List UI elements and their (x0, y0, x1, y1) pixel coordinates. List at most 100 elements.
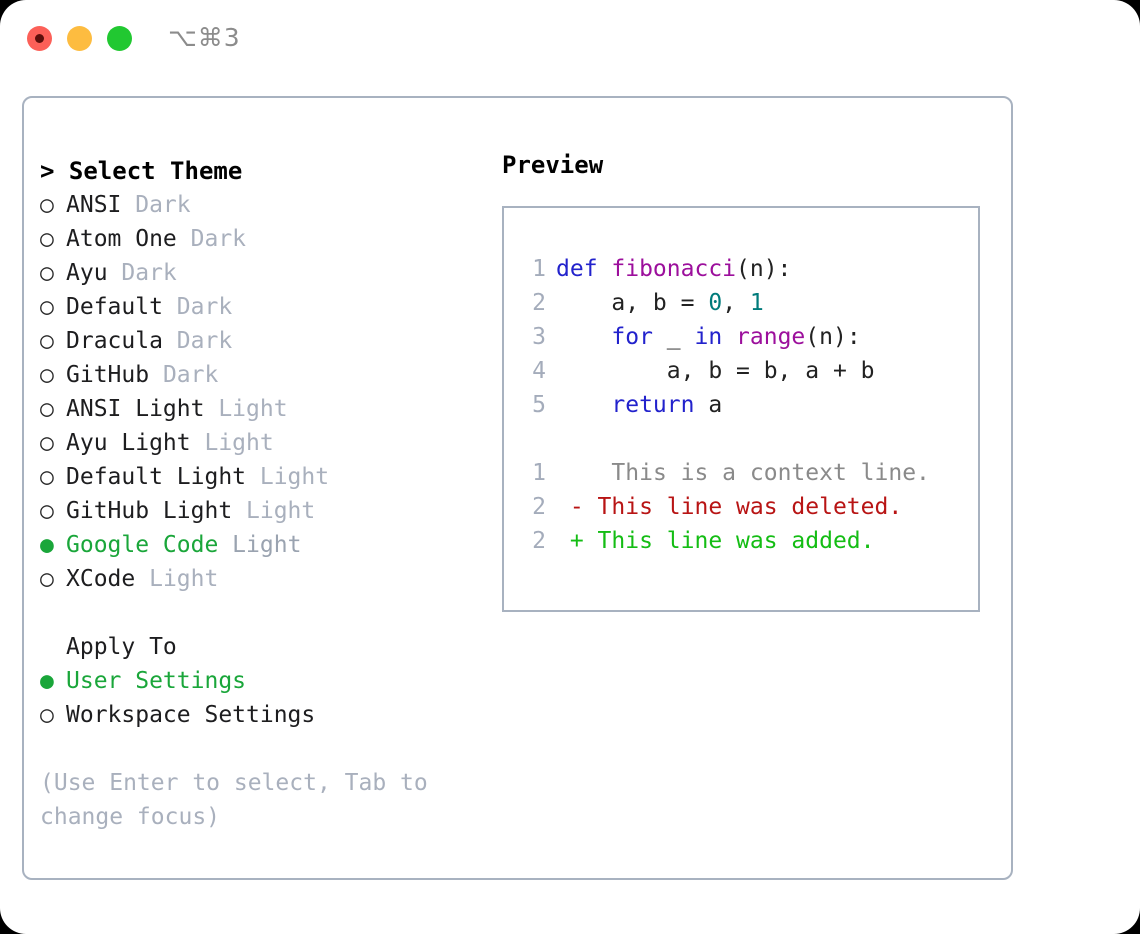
spacer (40, 596, 480, 630)
theme-option-label: Ayu (66, 260, 108, 286)
diff-line: 1 This is a context line. (512, 456, 978, 490)
code-token: a (694, 392, 723, 418)
apply-to-option-user-settings[interactable]: ●User Settings (40, 664, 480, 698)
theme-option-github[interactable]: ○ GitHub Dark (40, 358, 480, 392)
diff-text: This line was added. (583, 528, 875, 554)
line-number: 5 (532, 392, 546, 418)
window-controls (27, 26, 132, 51)
code-token: for (611, 324, 653, 350)
code-token: (n): (805, 324, 861, 350)
code-line: 2 a, b = 0, 1 (512, 286, 978, 320)
theme-list[interactable]: ○ANSI Dark○Atom One Dark○Ayu Dark○Defaul… (40, 188, 480, 596)
diff-marker: - (556, 494, 584, 520)
line-number: 4 (532, 358, 546, 384)
minimize-button[interactable] (67, 26, 92, 51)
theme-option-default-light[interactable]: ○ Default Light Light (40, 460, 480, 494)
radio-unselected-icon[interactable]: ○ (40, 498, 54, 524)
theme-option-dracula[interactable]: ○Dracula Dark (40, 324, 480, 358)
theme-option-google-code[interactable]: ● Google Code Light (40, 528, 480, 562)
apply-to-option-workspace-settings[interactable]: ○ Workspace Settings (40, 698, 480, 732)
radio-unselected-icon[interactable]: ○ (40, 226, 54, 252)
radio-unselected-icon[interactable]: ○ (40, 464, 54, 490)
radio-selected-icon[interactable]: ● (40, 668, 54, 694)
apply-to-list[interactable]: ●User Settings ○ Workspace Settings (40, 664, 480, 732)
radio-unselected-icon[interactable]: ○ (40, 192, 54, 218)
apply-to-option-label: Workspace Settings (66, 702, 316, 728)
line-number: 2 (532, 528, 546, 554)
preview-heading: Preview (502, 151, 604, 179)
theme-option-label: Default Light (66, 464, 247, 490)
code-token (556, 324, 611, 350)
apply-to-heading: Apply To (66, 634, 177, 660)
theme-option-tag: Light (204, 396, 288, 422)
code-token: range (736, 324, 806, 350)
close-button[interactable] (27, 26, 52, 51)
theme-option-tag: Light (190, 430, 274, 456)
spacer (512, 422, 978, 456)
theme-option-ayu-light[interactable]: ○ Ayu Light Light (40, 426, 480, 460)
line-number: 1 (532, 460, 546, 486)
code-token: def (556, 256, 612, 282)
theme-option-label: Dracula (66, 328, 163, 354)
theme-option-tag: Dark (107, 260, 177, 286)
theme-option-tag: Dark (176, 226, 247, 252)
theme-option-tag: Light (246, 464, 330, 490)
code-token: a, b = b, a + b (556, 358, 875, 384)
theme-option-label: GitHub (66, 362, 150, 388)
code-token (556, 392, 611, 418)
content-panel: > Select Theme ○ANSI Dark○Atom One Dark○… (22, 96, 1013, 880)
diff-text: This is a context line. (583, 460, 930, 486)
theme-option-label: ANSI Light (66, 396, 205, 422)
radio-unselected-icon[interactable]: ○ (40, 294, 54, 320)
theme-option-label: Default (66, 294, 163, 320)
theme-option-label: Google Code (66, 532, 219, 558)
code-token: , (722, 290, 750, 316)
radio-unselected-icon[interactable]: ○ (40, 362, 54, 388)
radio-unselected-icon[interactable]: ○ (40, 430, 54, 456)
maximize-button[interactable] (107, 26, 132, 51)
code-token: (n): (736, 256, 792, 282)
theme-selector-column: > Select Theme ○ANSI Dark○Atom One Dark○… (40, 154, 480, 834)
diff-line: 2 + This line was added. (512, 524, 978, 558)
theme-option-tag: Light (135, 566, 219, 592)
line-number: 1 (532, 256, 546, 282)
code-token: fibonacci (611, 256, 737, 282)
theme-option-tag: Dark (162, 294, 233, 320)
select-theme-heading: > Select Theme (40, 157, 243, 185)
radio-unselected-icon[interactable]: ○ (40, 260, 54, 286)
diff-sample: 1 This is a context line.2 - This line w… (512, 456, 978, 558)
theme-option-github-light[interactable]: ○GitHub Light Light (40, 494, 480, 528)
radio-selected-icon[interactable]: ● (40, 532, 54, 558)
title-bar: ⌥⌘3 (0, 0, 1140, 78)
theme-option-label: ANSI (66, 192, 122, 218)
radio-unselected-icon[interactable]: ○ (40, 566, 54, 592)
theme-option-ansi-light[interactable]: ○ ANSI Light Light (40, 392, 480, 426)
theme-option-tag: Light (232, 498, 316, 524)
diff-line: 2 - This line was deleted. (512, 490, 978, 524)
theme-option-tag: Light (218, 532, 302, 558)
radio-unselected-icon[interactable]: ○ (40, 702, 54, 728)
code-token: _ (652, 324, 695, 350)
theme-option-ayu[interactable]: ○ Ayu Dark (40, 256, 480, 290)
code-token: 0 (708, 290, 723, 316)
line-number: 2 (532, 290, 546, 316)
code-token (722, 324, 736, 350)
theme-option-tag: Dark (121, 192, 191, 218)
theme-option-tag: Dark (149, 362, 219, 388)
radio-unselected-icon[interactable]: ○ (40, 396, 54, 422)
keyboard-hint-text: (Use Enter to select, Tab to change focu… (40, 770, 428, 830)
theme-option-default[interactable]: ○ Default Dark (40, 290, 480, 324)
code-token: a, b = (556, 290, 709, 316)
keyboard-shortcut-label: ⌥⌘3 (168, 23, 241, 52)
line-number: 3 (532, 324, 546, 350)
theme-option-xcode[interactable]: ○XCode Light (40, 562, 480, 596)
code-token: 1 (749, 290, 764, 316)
theme-option-label: Ayu Light (66, 430, 191, 456)
theme-option-atom-one[interactable]: ○Atom One Dark (40, 222, 480, 256)
radio-unselected-icon[interactable]: ○ (40, 328, 54, 354)
theme-option-ansi[interactable]: ○ ANSI Dark (40, 188, 480, 222)
